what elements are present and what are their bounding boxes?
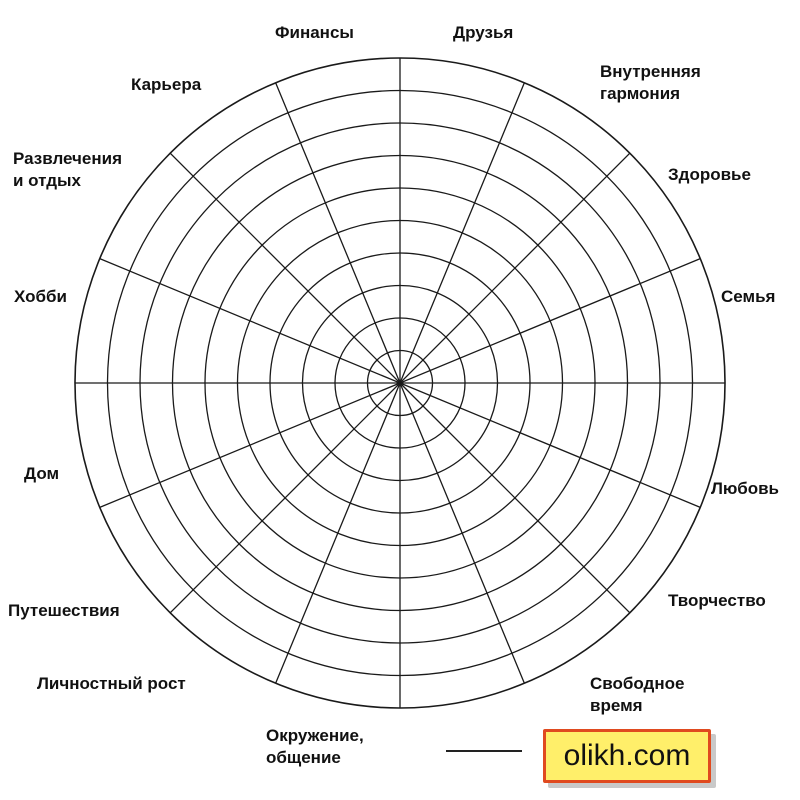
label-family: Семья [721, 287, 776, 306]
wheel-spoke-11 [169, 382, 401, 614]
label-leisure-line-1: Развлечения [13, 149, 123, 168]
dash-mark [446, 750, 522, 752]
label-free-time-line-2: время [590, 696, 643, 715]
label-environment-line-1: Окружение, [266, 726, 364, 745]
olikh-watermark: olikh.com [543, 729, 711, 783]
label-love: Любовь [711, 479, 780, 498]
label-travel: Путешествия [8, 601, 120, 620]
wheel-spoke-3 [399, 152, 631, 384]
label-leisure: Развлечения и отдых [13, 148, 122, 192]
label-leisure-line-2: и отдых [13, 171, 81, 190]
label-home: Дом [24, 464, 60, 483]
wheel-spoke-4 [399, 258, 701, 384]
wheel-spoke-15 [169, 152, 401, 384]
label-environment-line-2: общение [266, 748, 341, 767]
wheel-spoke-8 [399, 382, 525, 684]
label-creativity: Творчество [668, 591, 766, 610]
label-environment: Окружение, общение [266, 725, 364, 769]
label-friends: Друзья [453, 23, 514, 42]
label-hobby: Хобби [14, 287, 67, 306]
label-inner-harmony-line-2: гармония [600, 84, 681, 103]
label-personal-growth: Личностный рост [37, 674, 186, 693]
wheel-spoke-14 [99, 258, 401, 384]
label-free-time: Свободное время [590, 673, 684, 717]
label-inner-harmony: Внутренняя гармония [600, 61, 701, 105]
label-health: Здоровье [668, 165, 751, 184]
label-career: Карьера [131, 75, 202, 94]
label-inner-harmony-line-1: Внутренняя [600, 62, 701, 81]
watermark-text: olikh.com [563, 739, 691, 772]
wheel-spoke-6 [399, 382, 701, 508]
wheel-spoke-12 [99, 382, 401, 508]
wheel-spoke-2 [399, 82, 525, 384]
label-free-time-line-1: Свободное [590, 674, 685, 693]
wheel-spoke-7 [399, 382, 631, 614]
wheel-spoke-10 [275, 382, 401, 684]
label-finance: Финансы [275, 23, 354, 42]
wheel-spoke-16 [275, 82, 401, 384]
